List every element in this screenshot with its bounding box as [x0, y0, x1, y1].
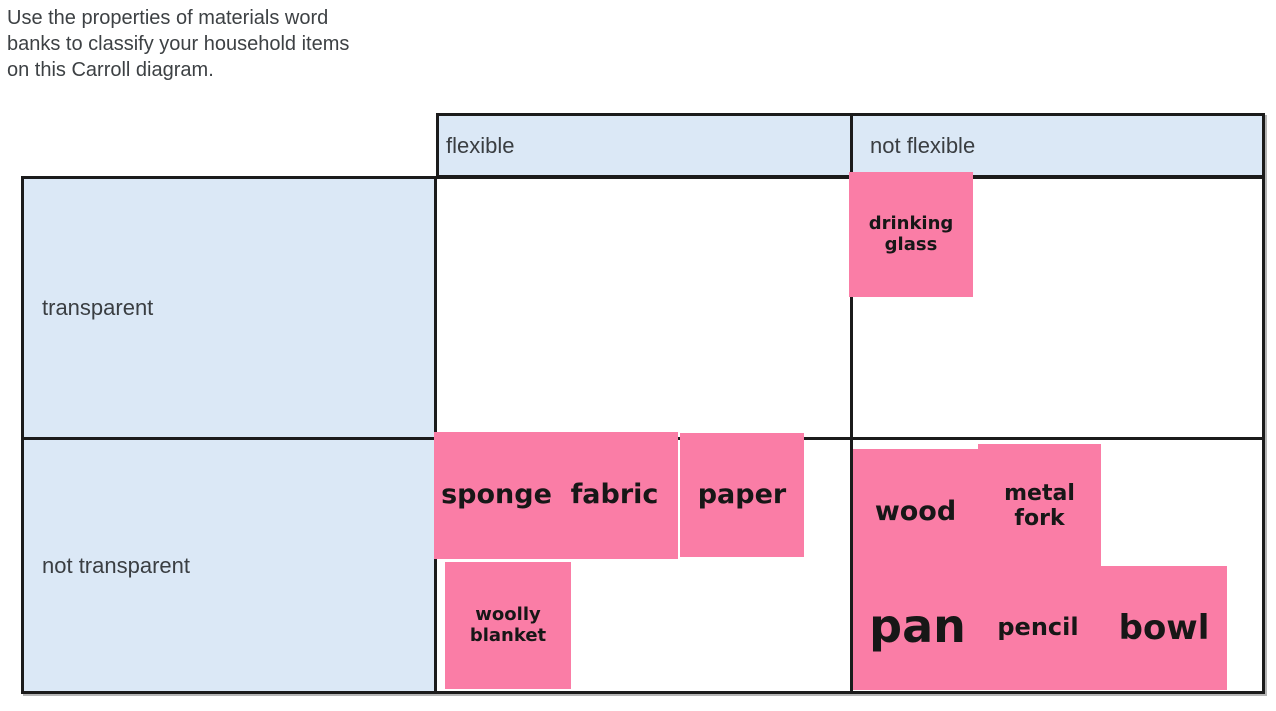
carroll-diagram-header: flexible not flexible — [436, 113, 1265, 178]
note-bowl[interactable]: bowl — [1101, 566, 1227, 690]
column-divider-line — [850, 179, 853, 691]
note-woolly-blanket[interactable]: woolly blanket — [445, 562, 571, 689]
note-metal-fork[interactable]: metal fork — [978, 444, 1101, 569]
column-header-not-flexible: not flexible — [870, 132, 976, 158]
row-header-column: transparent not transparent — [24, 179, 437, 691]
note-wood[interactable]: wood — [853, 449, 978, 575]
note-paper[interactable]: paper — [680, 433, 804, 557]
note-fabric[interactable]: fabric — [551, 432, 678, 559]
note-drinking-glass[interactable]: drinking glass — [849, 172, 973, 297]
cell-transparent-flexible[interactable] — [440, 179, 850, 437]
header-column-divider — [850, 116, 853, 175]
note-pencil[interactable]: pencil — [975, 564, 1101, 690]
row-header-transparent: transparent — [42, 295, 154, 320]
row-header-not-transparent: not transparent — [42, 552, 190, 578]
instruction-text: Use the properties of materials word ban… — [7, 7, 350, 81]
note-sponge[interactable]: sponge — [434, 432, 559, 559]
note-pan[interactable]: pan — [853, 564, 982, 690]
column-header-flexible: flexible — [446, 132, 515, 158]
